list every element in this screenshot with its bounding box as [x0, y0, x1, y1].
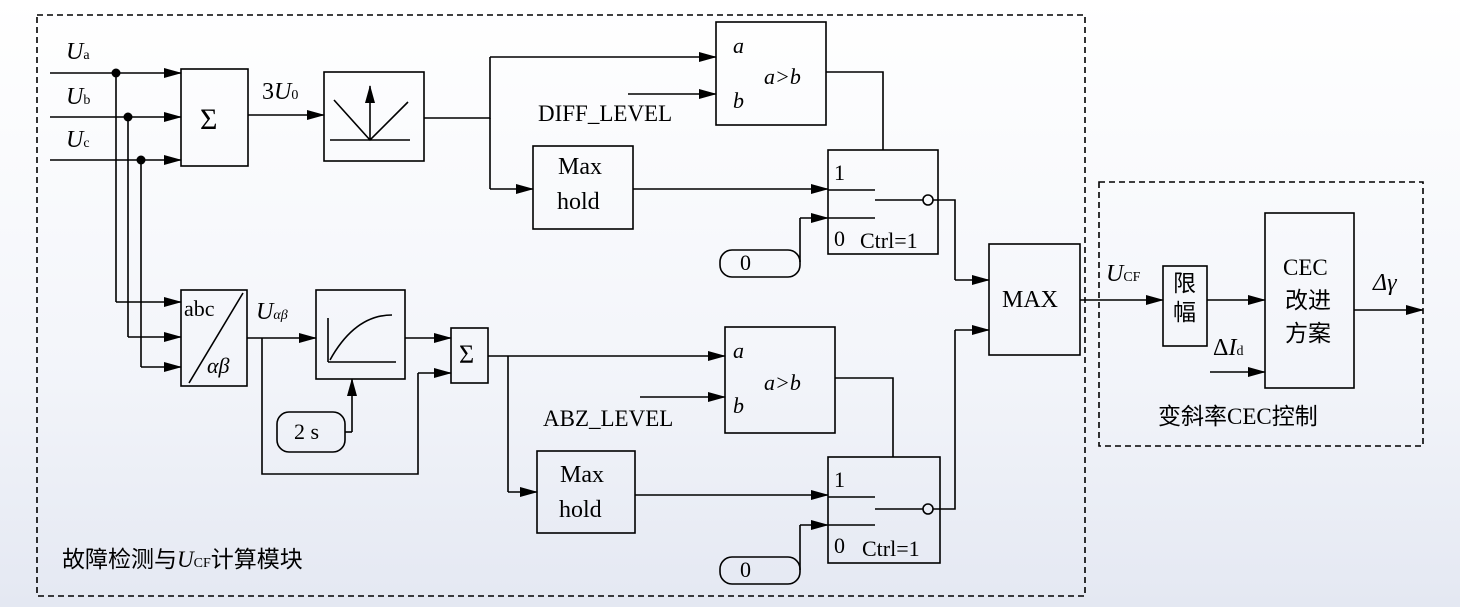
switch-upper-contacts: [828, 189, 923, 219]
switch-lower-ctrl: Ctrl=1: [862, 536, 920, 561]
limiter-label-line1: 限: [1173, 271, 1196, 296]
max-hold-lower-line1: Max: [560, 462, 604, 488]
time-constant-label: 2 s: [294, 419, 320, 444]
sum2-symbol: Σ: [459, 340, 475, 369]
alphabeta-label: αβ: [207, 353, 230, 378]
comparator-lower: [724, 326, 836, 434]
input-uc-label: Uc: [66, 127, 90, 153]
max-hold-lower-line2: hold: [559, 497, 602, 523]
switch-upper-in0: 0: [834, 226, 845, 251]
const-zero-upper-label: 0: [740, 250, 751, 275]
delta-gamma-label: Δγ: [1373, 270, 1397, 296]
comp-lower-relation: a>b: [764, 370, 801, 395]
max-hold-upper-line1: Max: [558, 154, 602, 180]
switch-upper-node: [922, 194, 934, 206]
wire-rect-out: [424, 57, 491, 119]
const-zero-upper: [719, 249, 801, 278]
abc-block-diagonal: [188, 292, 244, 384]
switch-upper-ctrl: Ctrl=1: [860, 228, 918, 253]
diff-level-label: DIFF_LEVEL: [538, 101, 673, 126]
wire-switch-out-upper: [933, 199, 956, 280]
abc-label: abc: [184, 296, 215, 321]
max-block-label: MAX: [1002, 287, 1059, 313]
ucf-label: UCF: [1106, 261, 1141, 287]
wire-comp-ctrl-upper: [826, 71, 884, 150]
comp-upper-relation: a>b: [764, 64, 801, 89]
comp-upper-input-a: a: [733, 33, 744, 58]
switch-upper-in1: 1: [834, 160, 845, 185]
wire-switch-out-lower: [933, 330, 956, 510]
comp-lower-input-b: b: [733, 393, 744, 418]
comp-lower-input-a: a: [733, 338, 744, 363]
wire-comp-ctrl-lower: [835, 377, 894, 457]
cec-block-line3: 方案: [1285, 321, 1331, 346]
switch-lower-contacts: [828, 496, 923, 526]
cec-module-title: 变斜率CEC控制: [1158, 404, 1318, 429]
switch-lower: [827, 456, 941, 564]
sum-symbol: Σ: [200, 103, 218, 136]
input-ub-label: Ub: [66, 84, 91, 110]
max-hold-upper-line2: hold: [557, 189, 600, 215]
switch-lower-in1: 1: [834, 467, 845, 492]
limiter-label-line2: 幅: [1173, 300, 1196, 325]
cec-block-line1: CEC: [1283, 255, 1328, 280]
limiter-block: [1162, 265, 1208, 347]
comp-upper-input-b: b: [733, 88, 744, 113]
u-alphabeta-label: Uαβ: [256, 299, 288, 325]
switch-lower-in0: 0: [834, 533, 845, 558]
zero-sequence-label: 3U0: [262, 79, 299, 105]
comparator-upper: [715, 21, 827, 126]
filter-curve-icon: [327, 314, 396, 363]
first-order-filter-block: [315, 289, 406, 380]
switch-lower-node: [922, 503, 934, 515]
abz-level-label: ABZ_LEVEL: [543, 406, 674, 431]
fault-module-title: 故障检测与UCF计算模块: [62, 547, 303, 572]
delta-id-label: ΔId: [1213, 335, 1244, 361]
input-ua-label: Ua: [66, 39, 90, 65]
const-zero-lower-label: 0: [740, 557, 751, 582]
junction-ua: [111, 68, 121, 78]
junction-uc: [136, 155, 146, 165]
fault-detection-module-frame: [36, 14, 1086, 597]
const-zero-lower: [719, 556, 801, 585]
junction-ub: [123, 112, 133, 122]
cec-block-line2: 改进: [1285, 288, 1331, 313]
rectifier-block: [323, 71, 425, 162]
wire-feedforward: [261, 338, 419, 475]
